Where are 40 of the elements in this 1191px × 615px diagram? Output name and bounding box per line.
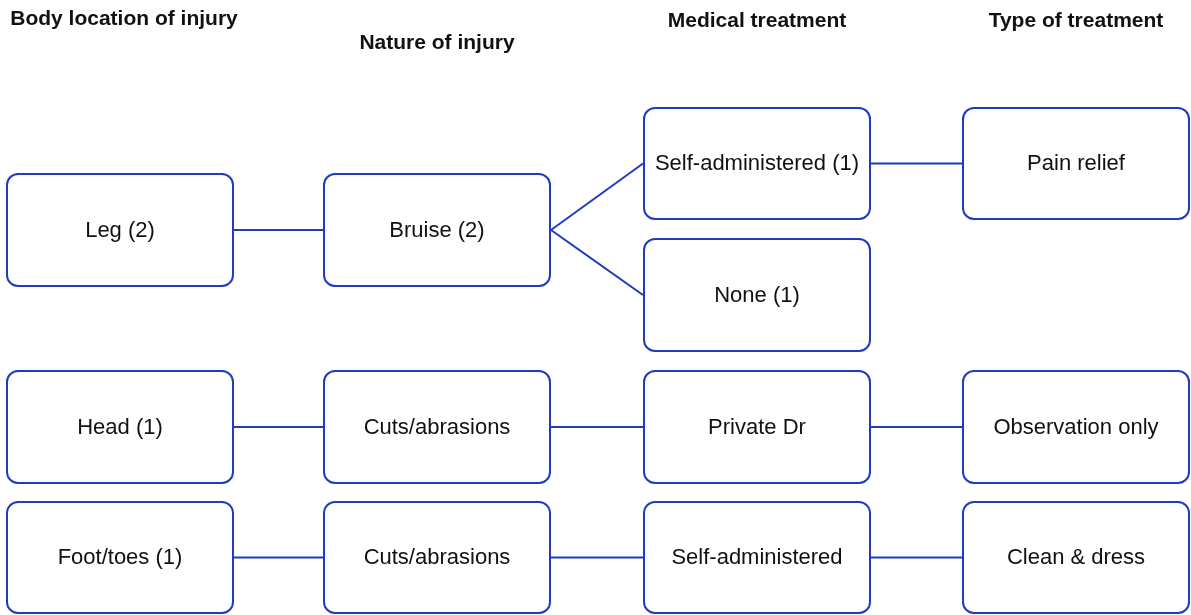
process-box — [643, 107, 871, 220]
process-box — [323, 370, 551, 484]
process-box — [6, 173, 234, 287]
connector-line — [870, 162, 963, 165]
process-box — [323, 501, 551, 614]
column-heading: Body location of injury — [10, 6, 238, 31]
connector-line — [870, 426, 963, 428]
connector-line — [550, 162, 644, 231]
connector-line — [550, 556, 644, 559]
process-box — [323, 173, 551, 287]
box-label: Cuts/abrasions — [362, 412, 512, 441]
connector-line — [870, 556, 963, 559]
process-box — [643, 238, 871, 352]
process-box — [6, 370, 234, 484]
connector-line — [233, 426, 324, 428]
box-label: Self-administered (1) — [653, 149, 861, 178]
process-box — [962, 107, 1190, 220]
box-label: Bruise (2) — [388, 215, 486, 244]
connector-line — [233, 229, 324, 231]
process-box — [962, 370, 1190, 484]
box-label: Foot/toes (1) — [56, 543, 184, 572]
box-label: Head (1) — [76, 412, 164, 441]
box-label: Pain relief — [1026, 149, 1126, 178]
connector-line — [233, 556, 324, 559]
process-box — [643, 501, 871, 614]
process-box — [643, 370, 871, 484]
column-heading: Medical treatment — [666, 8, 848, 33]
box-label: Clean & dress — [1005, 543, 1147, 572]
connector-line — [550, 426, 644, 428]
box-label: Leg (2) — [84, 215, 156, 244]
column-heading: Type of treatment — [987, 8, 1165, 33]
box-label: None (1) — [713, 280, 801, 309]
column-heading: Nature of injury — [358, 30, 516, 55]
process-box — [6, 501, 234, 614]
box-label: Observation only — [992, 412, 1160, 441]
box-label: Cuts/abrasions — [362, 543, 512, 572]
box-label: Self-administered — [670, 543, 844, 572]
connector-line — [550, 229, 644, 296]
process-box — [962, 501, 1190, 614]
box-label: Private Dr — [707, 412, 807, 441]
